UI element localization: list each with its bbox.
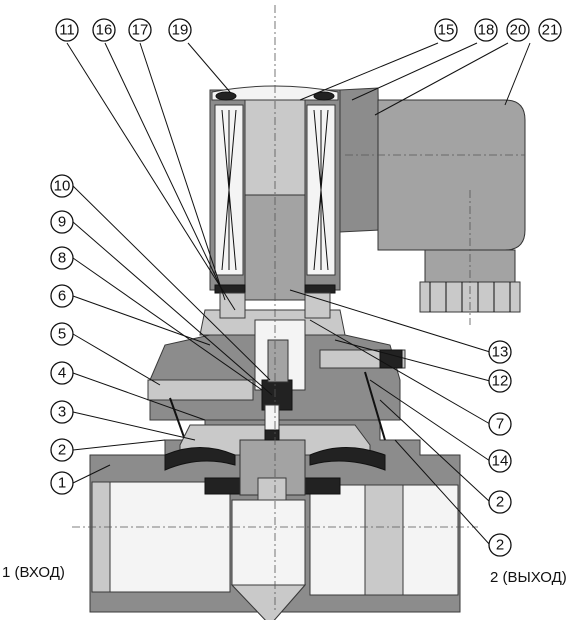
svg-text:16: 16 — [96, 22, 113, 39]
callout-5: 5 — [50, 322, 74, 346]
svg-text:2: 2 — [496, 537, 504, 554]
svg-text:20: 20 — [510, 22, 527, 39]
svg-text:9: 9 — [58, 214, 66, 231]
leader-lines — [66, 42, 531, 546]
callout-1: 1 — [50, 471, 74, 495]
callout-17: 17 — [128, 18, 152, 42]
svg-text:11: 11 — [59, 22, 75, 39]
callout-6: 6 — [50, 284, 74, 308]
callout-11: 11 — [55, 18, 79, 42]
valve-body — [89, 419, 461, 620]
axis-lines — [72, 5, 525, 612]
callout-15: 15 — [434, 18, 458, 42]
callout-16: 16 — [92, 18, 116, 42]
svg-text:18: 18 — [478, 22, 495, 39]
svg-text:14: 14 — [492, 453, 509, 470]
callout-9: 9 — [50, 210, 74, 234]
callout-10: 10 — [50, 174, 74, 198]
svg-text:5: 5 — [58, 326, 66, 343]
callout-2-left: 2 — [50, 438, 74, 462]
callout-12: 12 — [488, 369, 512, 393]
svg-text:13: 13 — [492, 344, 509, 361]
svg-text:7: 7 — [496, 416, 504, 433]
callout-18: 18 — [474, 18, 498, 42]
svg-text:2: 2 — [496, 494, 504, 511]
svg-text:8: 8 — [58, 250, 66, 267]
inlet-port-label: 1 (ВХОД) — [2, 564, 65, 581]
svg-text:1: 1 — [58, 475, 66, 492]
callout-4: 4 — [50, 361, 74, 385]
svg-text:17: 17 — [132, 22, 149, 39]
svg-text:10: 10 — [54, 178, 71, 195]
callout-13: 13 — [488, 340, 512, 364]
din-connector — [339, 87, 526, 313]
callout-21: 21 — [538, 18, 562, 42]
callout-2-right-lower: 2 — [488, 533, 512, 557]
callout-7: 7 — [488, 412, 512, 436]
svg-text:21: 21 — [542, 22, 559, 39]
callout-2-right-upper: 2 — [488, 490, 512, 514]
svg-text:6: 6 — [58, 288, 66, 305]
outlet-port-label: 2 (ВЫХОД) — [490, 569, 567, 586]
svg-text:12: 12 — [492, 373, 509, 390]
callout-8: 8 — [50, 246, 74, 270]
svg-text:3: 3 — [58, 404, 66, 421]
callout-3: 3 — [50, 400, 74, 424]
svg-text:15: 15 — [438, 22, 455, 39]
svg-text:2: 2 — [58, 442, 66, 459]
svg-text:19: 19 — [172, 22, 189, 39]
callout-19: 19 — [168, 18, 192, 42]
callout-14: 14 — [488, 449, 512, 473]
svg-text:4: 4 — [58, 365, 66, 382]
callout-20: 20 — [506, 18, 530, 42]
